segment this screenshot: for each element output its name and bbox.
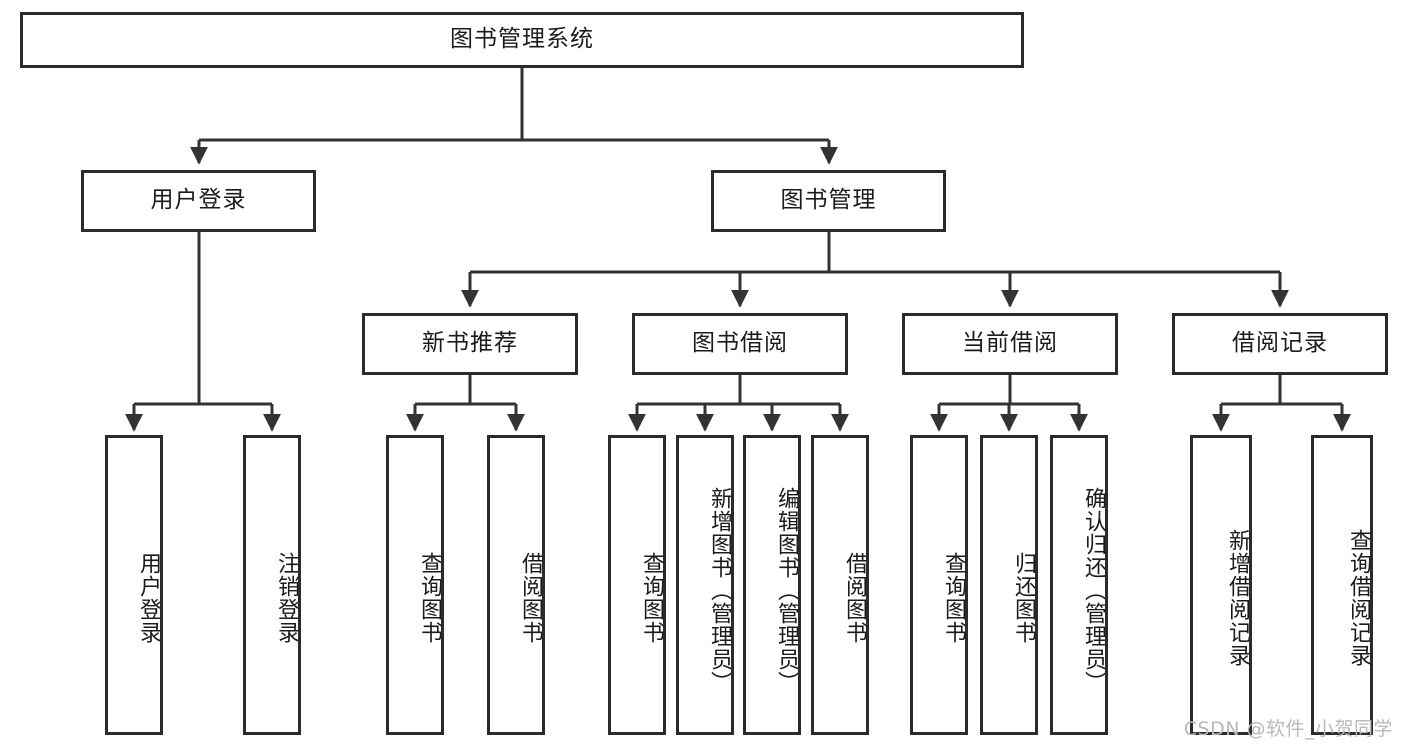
leaf-borrow-book[interactable]: 借阅图书: [811, 435, 869, 735]
csdn-watermark: CSDN @软件_小贺同学: [1183, 718, 1393, 740]
node-book-borrow[interactable]: 图书借阅: [632, 313, 848, 375]
node-current-borrow[interactable]: 当前借阅: [902, 313, 1118, 375]
leaf-borrow-book-new[interactable]: 借阅图书: [487, 435, 545, 735]
leaf-add-book-admin[interactable]: 新增图书（管理员）: [676, 435, 734, 735]
node-new-book-recommend[interactable]: 新书推荐: [362, 313, 578, 375]
node-book-management[interactable]: 图书管理: [711, 170, 946, 232]
node-root[interactable]: 图书管理系统: [20, 12, 1024, 68]
leaf-query-book-borrow[interactable]: 查询图书: [608, 435, 666, 735]
node-user-login[interactable]: 用户登录: [81, 170, 316, 232]
leaf-query-book-new[interactable]: 查询图书: [386, 435, 444, 735]
leaf-query-book-current[interactable]: 查询图书: [910, 435, 968, 735]
leaf-add-borrow-record[interactable]: 新增借阅记录: [1190, 435, 1252, 735]
leaf-query-borrow-record[interactable]: 查询借阅记录: [1311, 435, 1373, 735]
leaf-return-book[interactable]: 归还图书: [980, 435, 1038, 735]
leaf-logout[interactable]: 注销登录: [243, 435, 301, 735]
leaf-confirm-return-admin[interactable]: 确认归还（管理员）: [1050, 435, 1108, 735]
leaf-edit-book-admin[interactable]: 编辑图书（管理员）: [743, 435, 801, 735]
node-borrow-record[interactable]: 借阅记录: [1172, 313, 1388, 375]
leaf-user-login[interactable]: 用户登录: [105, 435, 163, 735]
